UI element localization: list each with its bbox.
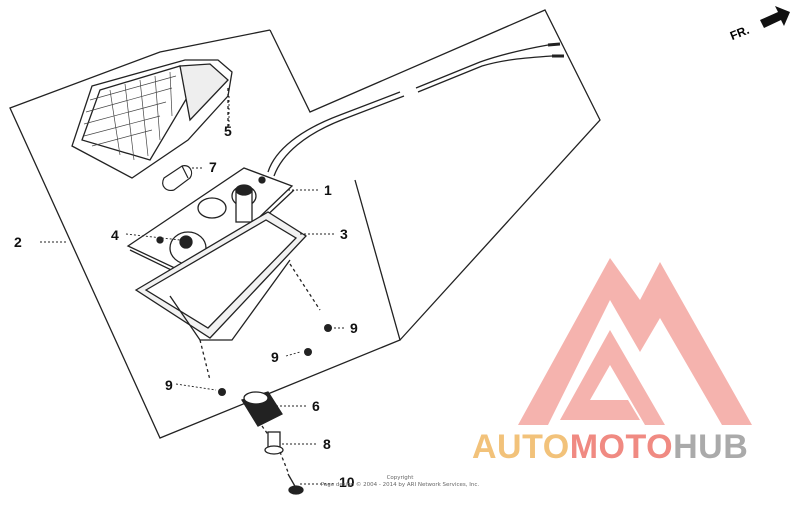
housing-part-3: [134, 211, 321, 381]
callout-2: 2: [14, 234, 22, 250]
callout-7: 7: [209, 159, 217, 175]
callout-9-left: 9: [165, 377, 173, 393]
front-direction-arrow-icon: [760, 6, 790, 28]
logo-word-moto: MOTO: [569, 428, 674, 466]
copyright-notice: Copyright Page design © 2004 - 2014 by A…: [300, 475, 500, 489]
copyright-line-1: Copyright: [386, 475, 414, 481]
assembly-boundary: [9, 9, 601, 439]
wire-harness: [267, 42, 564, 177]
bolt-part-10: [287, 473, 304, 495]
callout-6: 6: [312, 398, 320, 414]
lens-part-5: [71, 59, 233, 179]
collar-part-8: [264, 431, 289, 473]
bulb-part-7: [162, 165, 193, 191]
callout-10: 10: [339, 474, 355, 490]
callout-9-middle: 9: [271, 349, 279, 365]
grommet-part-6: [241, 391, 283, 441]
logo-word-hub: HUB: [673, 428, 749, 466]
watermark-logo-text: AUTOMOTOHUB: [472, 428, 748, 467]
screw-part-9: [218, 324, 332, 396]
callout-8: 8: [323, 436, 331, 452]
callout-5: 5: [224, 123, 232, 139]
callout-9-right: 9: [350, 320, 358, 336]
logo-word-auto: AUTO: [472, 428, 570, 466]
callout-1: 1: [324, 182, 332, 198]
leader-lines: [40, 96, 344, 485]
callout-3: 3: [340, 226, 348, 242]
watermark-logo-mark: [518, 258, 752, 425]
copyright-line-2: Page design © 2004 - 2014 by ARI Network…: [320, 482, 480, 488]
callout-4: 4: [111, 227, 119, 243]
